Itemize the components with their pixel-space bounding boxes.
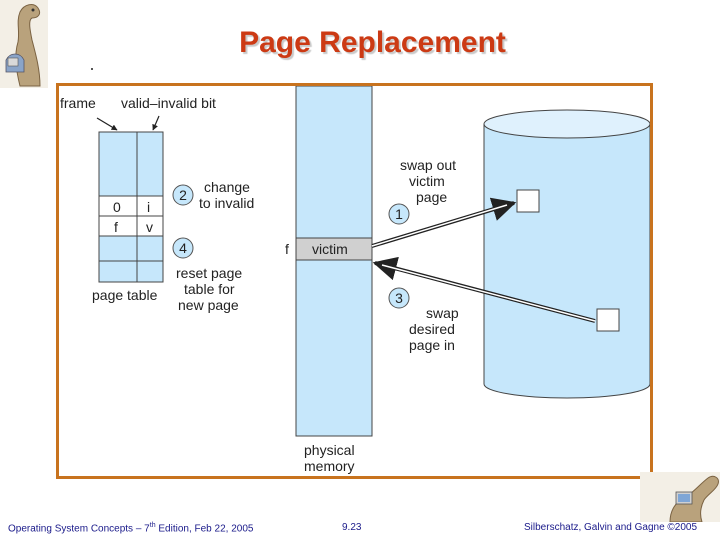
- dinosaur-logo-top: [0, 0, 48, 88]
- step-2-circle: [172, 184, 194, 206]
- slide-title: Page Replacement: [239, 26, 506, 59]
- desired-page-on-disk: [596, 308, 620, 332]
- frame-label-arrow: [96, 117, 118, 131]
- page-table-row-bit: i: [147, 199, 150, 215]
- step-1-number: 1: [395, 206, 403, 222]
- step-3-text: desired: [409, 321, 455, 337]
- footer-right: Silberschatz, Galvin and Gagne ©2005: [524, 522, 698, 533]
- step-2-text: to invalid: [199, 195, 254, 211]
- footer-left-suffix: Edition, Feb 22, 2005: [155, 523, 254, 535]
- step-3-number: 3: [395, 290, 403, 306]
- step-3-text: page in: [409, 337, 455, 353]
- footer-left-prefix: Operating System Concepts – 7: [8, 523, 150, 535]
- page-replacement-diagram: frame valid–invalid bit 0 i f v page tab…: [60, 86, 650, 474]
- page-table-row-bit: v: [146, 219, 153, 235]
- step-2-text: change: [204, 179, 250, 195]
- step-1-text: victim: [409, 173, 445, 189]
- valid-invalid-bit-label: valid–invalid bit: [121, 95, 216, 111]
- step-3-text: swap: [426, 305, 459, 321]
- page-table-row-frame: f: [114, 219, 118, 235]
- physical-memory: [295, 86, 373, 437]
- diagram-frame: frame valid–invalid bit 0 i f v page tab…: [56, 83, 653, 479]
- swap-out-arrow-highlight: [371, 204, 508, 247]
- step-1-text: swap out: [400, 157, 456, 173]
- step-2-number: 2: [179, 187, 187, 203]
- step-4-text: new page: [178, 297, 239, 313]
- page-table: [98, 131, 164, 283]
- footer-page-number: 9.23: [342, 522, 362, 533]
- physical-memory-label: memory: [304, 458, 355, 474]
- victim-page-on-disk: [516, 189, 540, 213]
- victim-label: victim: [312, 241, 348, 257]
- backing-store-cylinder: [483, 109, 650, 399]
- step-4-text: table for: [184, 281, 235, 297]
- stray-dot: [91, 68, 93, 70]
- dinosaur-logo-bottom: [640, 472, 720, 522]
- step-4-text: reset page: [176, 265, 242, 281]
- swap-in-arrow-highlight: [381, 264, 596, 322]
- frame-label: frame: [60, 95, 96, 111]
- step-4-number: 4: [179, 240, 187, 256]
- victim-frame: [295, 237, 373, 261]
- page-table-label: page table: [92, 287, 158, 303]
- page-table-row-frame: 0: [113, 199, 121, 215]
- physical-memory-label: physical: [304, 442, 355, 458]
- step-1-circle: [388, 203, 410, 225]
- step-1-text: page: [416, 189, 447, 205]
- frame-f-marker: f: [285, 241, 289, 257]
- bit-label-arrow: [152, 115, 160, 131]
- step-4-circle: [172, 237, 194, 259]
- footer-left-sup: th: [149, 522, 156, 529]
- footer-left: Operating System Concepts – 7th Edition,…: [8, 522, 253, 534]
- step-3-circle: [388, 287, 410, 309]
